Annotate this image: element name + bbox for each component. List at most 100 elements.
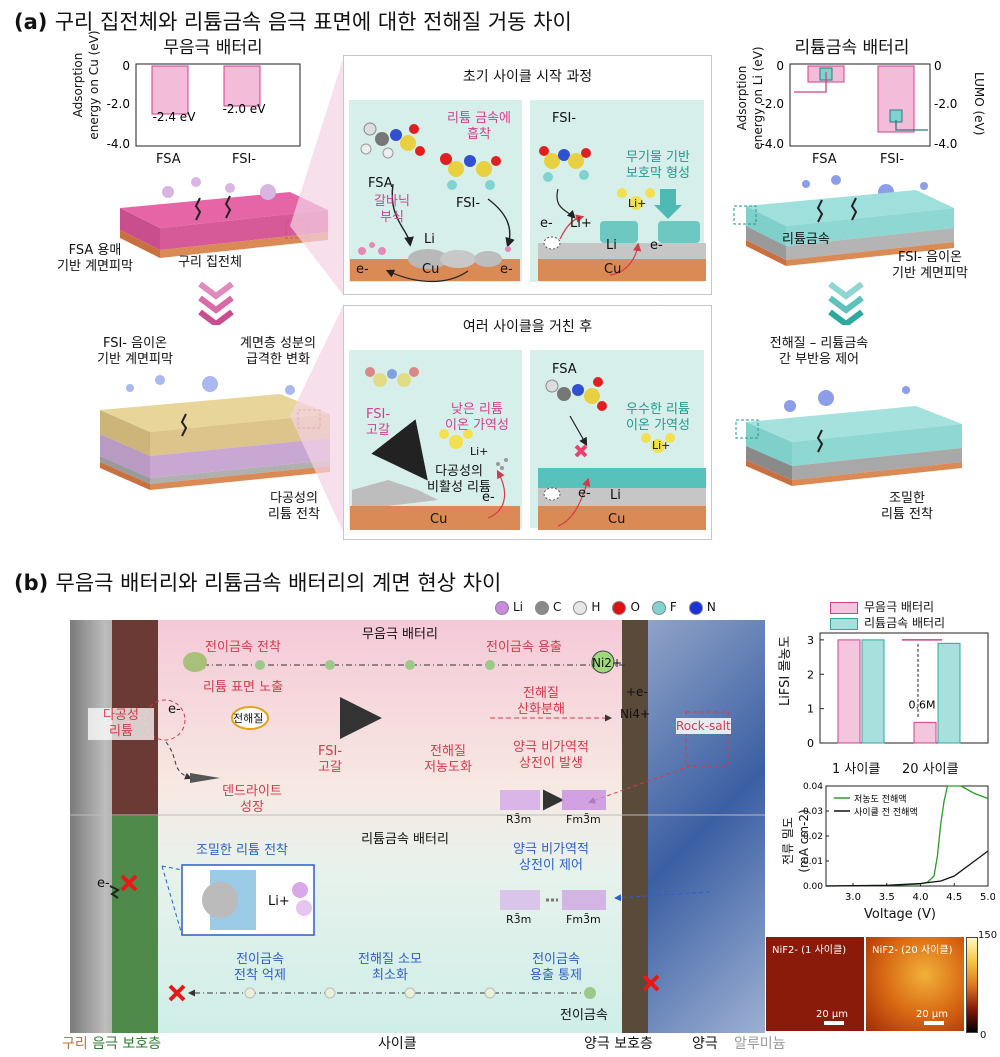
left-value-label-2: -2.0 eV — [223, 102, 267, 116]
fsi-sei-label-right-1: FSI- 음이온 — [897, 250, 963, 265]
fsa-sei-layer — [120, 192, 328, 228]
dead-li-label: 다공성의 비활성 리튬 — [414, 464, 504, 496]
bar-legend-2: 리튬금속 배터리 — [830, 614, 945, 631]
atom-dot-icon — [612, 600, 627, 615]
current-density-line — [825, 850, 989, 887]
current-density-line — [825, 785, 989, 887]
minimize-label: 전해질 소모 최소화 — [340, 952, 440, 984]
after-right-fsa: FSA — [552, 362, 577, 377]
nif2-map-1: NiF2- (1 사이클) 20 μm — [766, 937, 864, 1031]
nif2-map-2-label: NiF2- (20 사이클) — [872, 945, 953, 956]
line-xlabel: Voltage (V) — [864, 907, 936, 922]
nif2-map-1-scale: 20 μm — [816, 1009, 849, 1020]
line-xtick-label: 3.0 — [845, 892, 861, 903]
cu-block-illustration — [120, 177, 328, 258]
footer-cu: 구리 — [62, 1036, 88, 1052]
right-cat-fsa: FSA — [812, 152, 837, 167]
after-right-e: e- — [578, 486, 591, 501]
footer-al: 알루미늄 — [734, 1036, 786, 1052]
atom-legend-item: F — [651, 600, 677, 615]
inorganic-sei-label-2: 보호막 형성 — [626, 166, 690, 181]
li-expose-label: 리튬 표면 노출 — [203, 680, 284, 695]
footer-cathode-prot: 양극 보호층 — [584, 1036, 653, 1052]
suppress-label-1: 전이금속 — [236, 952, 284, 967]
initial-r-e2-label: e- — [650, 238, 663, 253]
line-legend-label: 저농도 전해액 — [854, 793, 907, 805]
lifsi-bar — [837, 639, 861, 744]
after-left-liion: Li+ — [470, 445, 489, 458]
controlled-label: 양극 비가역적 상전이 제어 — [496, 842, 606, 874]
porous-li-label-1: 다공성의 — [270, 491, 318, 506]
chevron-down-icon-right — [828, 281, 864, 325]
nif2-map-2-scale: 20 μm — [916, 1009, 949, 1020]
atom-legend-item: Li — [495, 600, 523, 615]
initial-right-cu — [538, 259, 706, 281]
left-cat-fsa: FSA — [156, 152, 181, 167]
porous-li-label-2: 리튬 전착 — [268, 507, 320, 522]
bar-legend-swatch-1 — [830, 601, 858, 614]
dendrite-label: 덴드라이트 성장 — [212, 784, 292, 816]
dead-li-pile — [352, 480, 438, 506]
right-tick-1: -2.0 — [761, 97, 784, 111]
panel-b-heading: 무음극 배터리와 리튬금속 배터리의 계면 현상 차이 — [55, 571, 502, 595]
fsi-sei-label-right: FSI- 음이온 기반 계면피막 — [870, 250, 990, 282]
bar-cat-1: 1 사이클 — [832, 762, 881, 777]
nif2-map-1-label: NiF2- (1 사이클) — [772, 945, 847, 956]
adsorb-label: 리튬 금속에 흡착 — [423, 111, 535, 143]
nif2-map-2: NiF2- (20 사이클) 20 μm — [866, 937, 964, 1031]
footer-anode-label: 구리 음극 보호층 — [62, 1036, 161, 1052]
footer-cycle: 사이클 — [378, 1036, 417, 1052]
irreversible-label-1: 양극 비가역적 — [513, 740, 589, 755]
fsa-sei-label-2: 기반 계면피막 — [57, 259, 133, 274]
electrolyte-bubble-label: 전해질 — [233, 712, 264, 725]
fsa-sei-label: FSA 용매 기반 계면피막 — [40, 243, 150, 275]
inorganic-sei-label-1: 무기물 기반 — [626, 150, 690, 165]
fsi-sei-layer — [100, 394, 330, 432]
dendrite-label-1: 덴드라이트 — [222, 784, 282, 799]
after-cycles-art — [350, 367, 706, 530]
atom-legend-label: N — [706, 600, 716, 614]
atom-legend-label: F — [669, 600, 677, 614]
initial-fsa-label: FSA — [368, 176, 393, 191]
right-chart-ylabel-1: Adsorption — [735, 65, 749, 131]
initial-r-li-label: Li — [606, 238, 617, 253]
scale-bar-2 — [924, 1021, 944, 1025]
line-xtick-label: 5.0 — [980, 892, 995, 903]
fsi-sei-label-bl: FSI- 음이온 기반 계면피막 — [70, 336, 200, 368]
dense-li-b-label: 조밀한 리튬 전착 — [196, 843, 288, 858]
initial-r-cu-label: Cu — [604, 262, 622, 277]
scale-bar-1 — [824, 1021, 844, 1025]
minimize-label-1: 전해질 소모 — [358, 952, 422, 967]
line-xtick-label: 3.5 — [879, 892, 895, 903]
after-left-cu-label: Cu — [430, 512, 448, 527]
fsi-depleted-label-1: FSI- — [317, 744, 343, 759]
fsi-sei-label-right-2: 기반 계면피막 — [892, 266, 968, 281]
initial-r-liion-label: Li+ — [570, 216, 592, 231]
line-ytick-label: 0.04 — [803, 782, 823, 792]
line-xtick-label: 4.0 — [913, 892, 929, 903]
low-reversibility-label-2: 이온 가역성 — [445, 418, 509, 433]
fsi-sei-layer-right — [746, 190, 954, 226]
porous-li-label-b: 다공성 리튬 — [88, 708, 154, 740]
suppress-label: 전이금속 전착 억제 — [220, 952, 300, 984]
right-tick-2: -4.0 — [761, 137, 784, 151]
initial-fsi-label: FSI- — [456, 196, 481, 211]
initial-cycle-art — [350, 122, 706, 283]
fsi-depletion-label-1: FSI- — [365, 407, 391, 422]
dense-li-label: 조밀한 리튬 전착 — [872, 491, 942, 523]
tm-dissolve-label: 전이금속 용출 — [486, 640, 562, 655]
dissolution-ctrl-label-2: 용출 통제 — [530, 968, 582, 983]
bar-chart-frame — [819, 632, 989, 744]
dense-li-label-1: 조밀한 — [889, 491, 925, 506]
galvanic-label-2: 부식 — [380, 210, 404, 225]
lifsi-bar — [913, 721, 937, 744]
galvanic-label-1: 갈바닉 — [374, 194, 410, 209]
right-adsorption-chart: 0 -2.0 -4.0 0 -2.0 -4.0 — [761, 59, 958, 151]
initial-r-liion2-label: Li+ — [628, 197, 647, 210]
ni-ion-icon — [591, 650, 615, 674]
adsorb-label-2: 흡착 — [467, 127, 491, 142]
left-chart-title: 무음극 배터리 — [163, 38, 263, 58]
